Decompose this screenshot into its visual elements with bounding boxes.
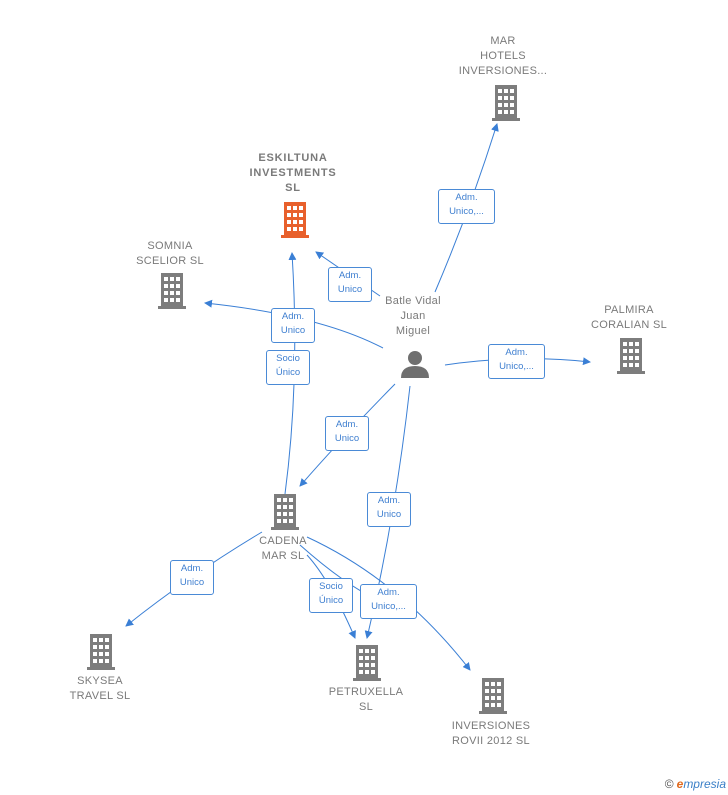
- building-icon-skysea: [87, 634, 115, 670]
- edge-label-person-cadena: Adm. Unico: [325, 416, 369, 451]
- edge-label-person-marhotels: Adm. Unico,...: [438, 189, 495, 224]
- edge-label-cadena-eskiltuna: Socio Único: [266, 350, 310, 385]
- edge-label-person-palmira: Adm. Unico,...: [488, 344, 545, 379]
- node-label-petruxella[interactable]: PETRUXELLA SL: [328, 686, 404, 713]
- node-label-palmira[interactable]: PALMIRA CORALIAN SL: [590, 304, 668, 331]
- edge-label-person-petruxella: Adm. Unico: [367, 492, 411, 527]
- building-icon-palmira: [617, 338, 645, 374]
- edge-label-cadena-petruxella: Socio Único: [309, 578, 353, 613]
- node-label-person[interactable]: Batle Vidal Juan Miguel: [385, 295, 441, 337]
- node-label-rovii[interactable]: INVERSIONES ROVII 2012 SL: [451, 720, 531, 747]
- node-label-cadena[interactable]: CADENA MAR SL: [259, 535, 307, 562]
- node-label-mar-hotels[interactable]: MAR HOTELS INVERSIONES...: [458, 35, 548, 77]
- node-label-skysea[interactable]: SKYSEA TRAVEL SL: [69, 675, 131, 702]
- building-icon-somnia: [158, 273, 186, 309]
- building-icon-rovii: [479, 678, 507, 714]
- person-icon: [401, 351, 429, 378]
- edge-label-cadena-skysea: Adm. Unico: [170, 560, 214, 595]
- building-icon-petruxella: [353, 645, 381, 681]
- building-icon-eskiltuna: [281, 202, 309, 238]
- empresia-logo: ©empresia: [664, 777, 726, 791]
- node-label-eskiltuna[interactable]: ESKILTUNA INVESTMENTS SL: [249, 152, 337, 194]
- edge-label-person-eskiltuna: Adm. Unico: [328, 267, 372, 302]
- node-label-somnia[interactable]: SOMNIA SCELIOR SL: [136, 240, 204, 267]
- edge-label-cadena-rovii: Adm. Unico,...: [360, 584, 417, 619]
- building-icon-mar-hotels: [492, 85, 520, 121]
- edge-label-person-somnia: Adm. Unico: [271, 308, 315, 343]
- building-icon-cadena: [271, 494, 299, 530]
